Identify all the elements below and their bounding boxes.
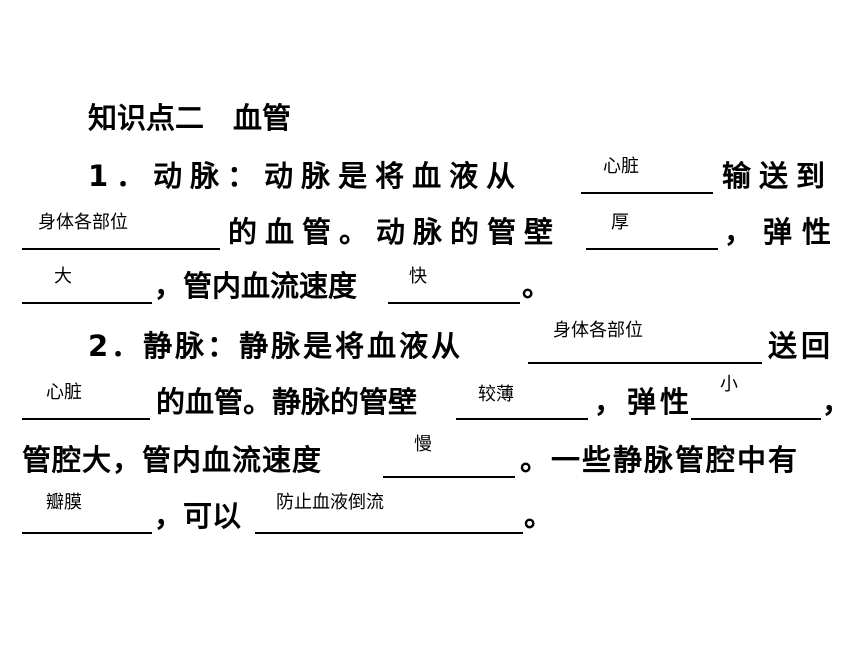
q1-blank-3 bbox=[586, 248, 718, 250]
section-heading: 知识点二 血管 bbox=[88, 101, 292, 135]
q2-intro: 2．静脉：静脉是将血液从 bbox=[88, 329, 464, 363]
q2-answer-4: 小 bbox=[720, 374, 738, 395]
q2-blank-7 bbox=[255, 532, 523, 534]
q2-text-1: 送回 bbox=[768, 329, 835, 363]
q2-answer-7: 防止血液倒流 bbox=[276, 492, 384, 513]
q2-blank-2 bbox=[22, 418, 150, 420]
q1-blank-4 bbox=[22, 302, 152, 304]
q2-text-4: ， bbox=[822, 385, 852, 419]
q2-answer-6: 瓣膜 bbox=[46, 492, 82, 513]
q1-answer-2: 身体各部位 bbox=[38, 212, 128, 233]
q1-text-2: 的血管。动脉的管壁 bbox=[228, 215, 562, 249]
q1-blank-1 bbox=[581, 192, 713, 194]
q2-text-2: 的血管。静脉的管壁 bbox=[156, 385, 418, 419]
q2-blank-3 bbox=[456, 418, 588, 420]
q1-answer-4: 大 bbox=[54, 266, 72, 287]
q2-line-4: 瓣膜 ，可以 防止血液倒流 。 bbox=[0, 492, 860, 536]
q1-text-4: ，管内血流速度 bbox=[154, 269, 358, 303]
q2-blank-6 bbox=[22, 532, 152, 534]
q2-text-5: 管腔大，管内血流速度 bbox=[22, 443, 323, 477]
q2-blank-1 bbox=[528, 362, 762, 364]
q2-answer-3: 较薄 bbox=[478, 384, 514, 405]
q1-blank-2 bbox=[22, 248, 220, 250]
q2-text-3: ，弹性 bbox=[594, 385, 694, 419]
q2-answer-1: 身体各部位 bbox=[553, 320, 643, 341]
q1-line-2: 身体各部位 的血管。动脉的管壁 厚 ，弹性 bbox=[0, 212, 860, 252]
q1-answer-1: 心脏 bbox=[603, 156, 639, 177]
q1-intro: 1．动脉：动脉是将血液从 bbox=[88, 159, 524, 193]
q2-answer-5: 慢 bbox=[414, 434, 432, 455]
q2-text-7: ，可以 bbox=[154, 499, 242, 533]
q2-line-2: 心脏 的血管。静脉的管壁 较薄 ，弹性 小 ， bbox=[0, 374, 860, 422]
q1-blank-5 bbox=[388, 302, 520, 304]
q1-answer-3: 厚 bbox=[611, 212, 629, 233]
q2-text-8: 。 bbox=[524, 499, 554, 533]
q2-blank-4 bbox=[691, 418, 821, 420]
heading-line: 知识点二 血管 bbox=[0, 98, 860, 138]
q2-answer-2: 心脏 bbox=[46, 382, 82, 403]
q1-text-1: 输送到 bbox=[722, 159, 834, 193]
q2-text-6: 。一些静脉管腔中有 bbox=[520, 443, 800, 477]
q2-blank-5 bbox=[383, 476, 515, 478]
q2-line-3: 管腔大，管内血流速度 慢 。一些静脉管腔中有 bbox=[0, 434, 860, 480]
q1-answer-5: 快 bbox=[409, 266, 427, 287]
q1-text-3: ，弹性 bbox=[724, 215, 842, 249]
q1-text-5: 。 bbox=[522, 269, 552, 303]
q2-line-1: 2．静脉：静脉是将血液从 身体各部位 送回 bbox=[0, 320, 860, 366]
q1-line-3: 大 ，管内血流速度 快 。 bbox=[0, 266, 860, 306]
q1-line-1: 1．动脉：动脉是将血液从 心脏 输送到 bbox=[0, 156, 860, 196]
